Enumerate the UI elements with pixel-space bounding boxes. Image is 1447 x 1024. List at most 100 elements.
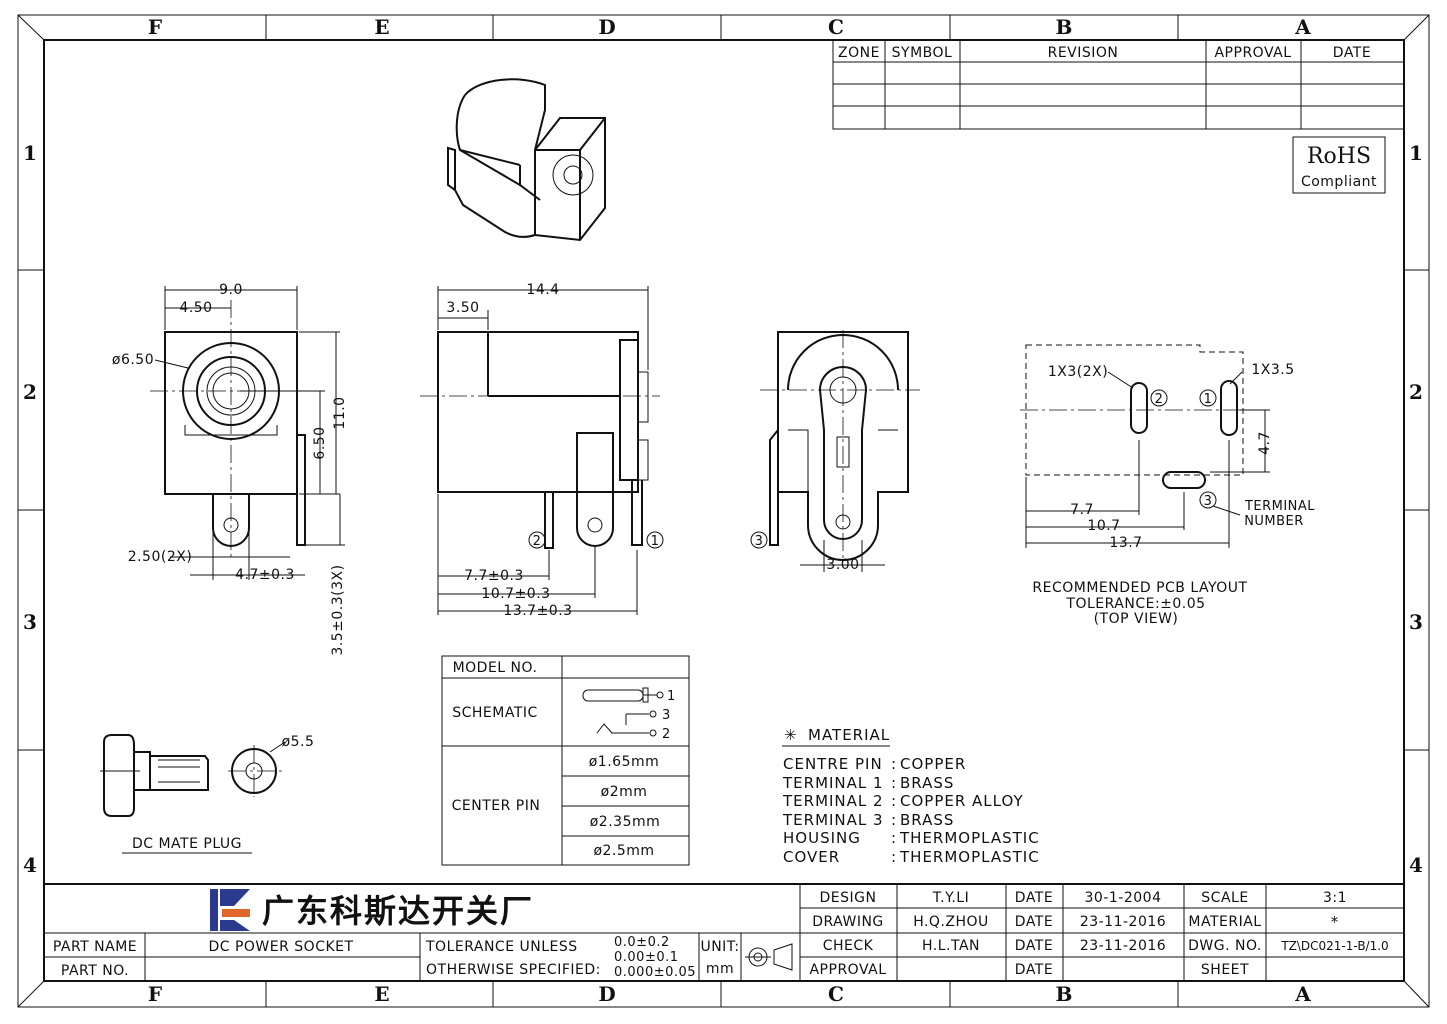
date-label: DATE (1015, 938, 1053, 954)
person-name: H.L.TAN (922, 938, 980, 954)
date-value: 23-11-2016 (1080, 914, 1166, 930)
schematic-label: SCHEMATIC (452, 705, 538, 721)
side-view: 14.4 3.50 7.7±0.3 10.7±0.3 13.7±0.3 2 1 (420, 282, 664, 619)
tolerance-label: TOLERANCE UNLESS (425, 939, 578, 955)
title-block: 广东科斯达开关厂 PART NAME DC POWER SOCKET PART … (44, 883, 1404, 981)
pin-label: 3 (755, 534, 764, 549)
pin-option: ø1.65mm (589, 754, 660, 770)
material-part: TERMINAL 3 (782, 811, 884, 829)
material-value: * (1331, 913, 1340, 931)
pcb-slot-a: 1X3(2X) (1048, 364, 1108, 380)
pcb-caption: TOLERANCE:±0.05 (1065, 596, 1205, 612)
projection-symbol-icon (745, 943, 793, 971)
tolerance-value: 0.000±0.05 (614, 965, 696, 980)
pcb-caption: (TOP VIEW) (1094, 611, 1179, 627)
pin-label: 1 (1204, 392, 1213, 407)
tolerance-value: 0.0±0.2 (614, 935, 670, 950)
model-table: MODEL NO. SCHEMATIC CENTER PIN 1 3 2 ø1.… (441, 655, 690, 866)
rev-header-symbol: SYMBOL (892, 45, 953, 61)
company-name: 广东科斯达开关厂 (262, 892, 534, 930)
asterisk-icon: ✳ (784, 726, 798, 744)
pin-option: ø2mm (601, 784, 648, 800)
center-pin-label: CENTER PIN (452, 798, 541, 814)
role-label: APPROVAL (809, 962, 886, 978)
rev-header-date: DATE (1333, 45, 1371, 61)
person-name: H.Q.ZHOU (913, 914, 989, 930)
zone-row-right: 4 (1409, 853, 1423, 877)
material-colon: : (891, 792, 897, 810)
zone-row-right: 1 (1409, 141, 1423, 165)
material-colon: : (891, 848, 897, 866)
material-colon: : (891, 774, 897, 792)
material-part: CENTRE PIN (783, 755, 883, 773)
terminal-label: TERMINAL (1244, 499, 1315, 514)
terminal-label: NUMBER (1244, 514, 1304, 529)
unit-label: UNIT: (700, 939, 739, 955)
material-part: TERMINAL 2 (782, 792, 884, 810)
revision-table: ZONE SYMBOL REVISION APPROVAL DATE (832, 39, 1405, 130)
pcb-slot-b: 1X3.5 (1251, 362, 1294, 378)
zone-row-left: 2 (23, 380, 37, 404)
dc-mate-plug: ø5.5 DC MATE PLUG (100, 734, 314, 854)
pcb-layout: 1X3(2X) 1X3.5 4.7 7.7 10.7 13.7 2 1 3 TE… (1020, 344, 1315, 627)
zone-col-bottom: A (1294, 982, 1311, 1006)
date-value: 30-1-2004 (1085, 890, 1162, 906)
material-list: ✳ MATERIAL CENTRE PIN : COPPER TERMINAL … (782, 726, 1039, 866)
pcb-caption: RECOMMENDED PCB LAYOUT (1032, 580, 1247, 596)
material-value: COPPER ALLOY (900, 792, 1024, 810)
schematic-symbol (582, 687, 664, 737)
zone-row-right: 2 (1409, 380, 1423, 404)
material-label: MATERIAL (1188, 914, 1261, 930)
sheet-label: SHEET (1201, 962, 1249, 978)
pcb-dim-c: 13.7 (1109, 535, 1142, 551)
part-no-label: PART NO. (61, 963, 129, 979)
role-label: DESIGN (820, 890, 877, 906)
zone-col-bottom: F (148, 982, 162, 1006)
part-name-label: PART NAME (53, 939, 137, 955)
rohs-subtitle: Compliant (1301, 174, 1377, 190)
schematic-pin: 1 (667, 689, 676, 704)
zone-row-left: 1 (23, 141, 37, 165)
zone-col-top: F (148, 15, 162, 39)
dim-width: 9.0 (219, 282, 243, 298)
zone-labels: F E D C B A F E D C B A 1 2 3 4 1 2 3 4 (23, 15, 1423, 1006)
material-colon: : (891, 811, 897, 829)
date-value: 23-11-2016 (1080, 938, 1166, 954)
role-label: DRAWING (812, 914, 884, 930)
dim-terminal-width: 2.50(2X) (128, 549, 193, 565)
zone-row-left: 4 (23, 853, 37, 877)
drawing-frame (17, 14, 1430, 1008)
rev-header-revision: REVISION (1048, 45, 1119, 61)
rohs-title: RoHS (1307, 144, 1371, 169)
part-name: DC POWER SOCKET (208, 939, 353, 955)
zone-row-right: 3 (1409, 610, 1423, 634)
dim-half-width: 4.50 (179, 300, 212, 316)
front-view: 9.0 4.50 ø6.50 11.0 6.50 2.50(2X) 4.7±0.… (112, 282, 348, 656)
dim-height: 11.0 (332, 396, 348, 429)
role-label: CHECK (823, 938, 874, 954)
date-label: DATE (1015, 890, 1053, 906)
schematic-pin: 3 (662, 708, 671, 723)
dim-terminal-length: 3.5±0.3(3X) (330, 564, 346, 655)
model-no-label: MODEL NO. (453, 660, 538, 676)
tolerance-label: OTHERWISE SPECIFIED: (426, 962, 601, 978)
schematic-pin: 2 (662, 727, 671, 742)
rev-header-approval: APPROVAL (1214, 45, 1291, 61)
material-value: BRASS (900, 811, 954, 829)
zone-col-top: D (598, 15, 615, 39)
pin-label: 2 (533, 534, 542, 549)
zone-col-bottom: D (598, 982, 615, 1006)
pcb-dim-a: 7.7 (1070, 502, 1094, 518)
pin-option: ø2.5mm (593, 843, 654, 859)
material-part: HOUSING (783, 829, 861, 847)
dwg-number: TZ\DC021-1-B/1.0 (1280, 939, 1388, 953)
dim-pin-width: 3.00 (826, 557, 859, 573)
dim-length: 14.4 (526, 282, 559, 298)
material-part: TERMINAL 1 (782, 774, 884, 792)
dim-center-height: 6.50 (312, 426, 328, 459)
material-value: COPPER (900, 755, 966, 773)
zone-col-top: B (1056, 15, 1073, 39)
material-part: COVER (783, 848, 840, 866)
